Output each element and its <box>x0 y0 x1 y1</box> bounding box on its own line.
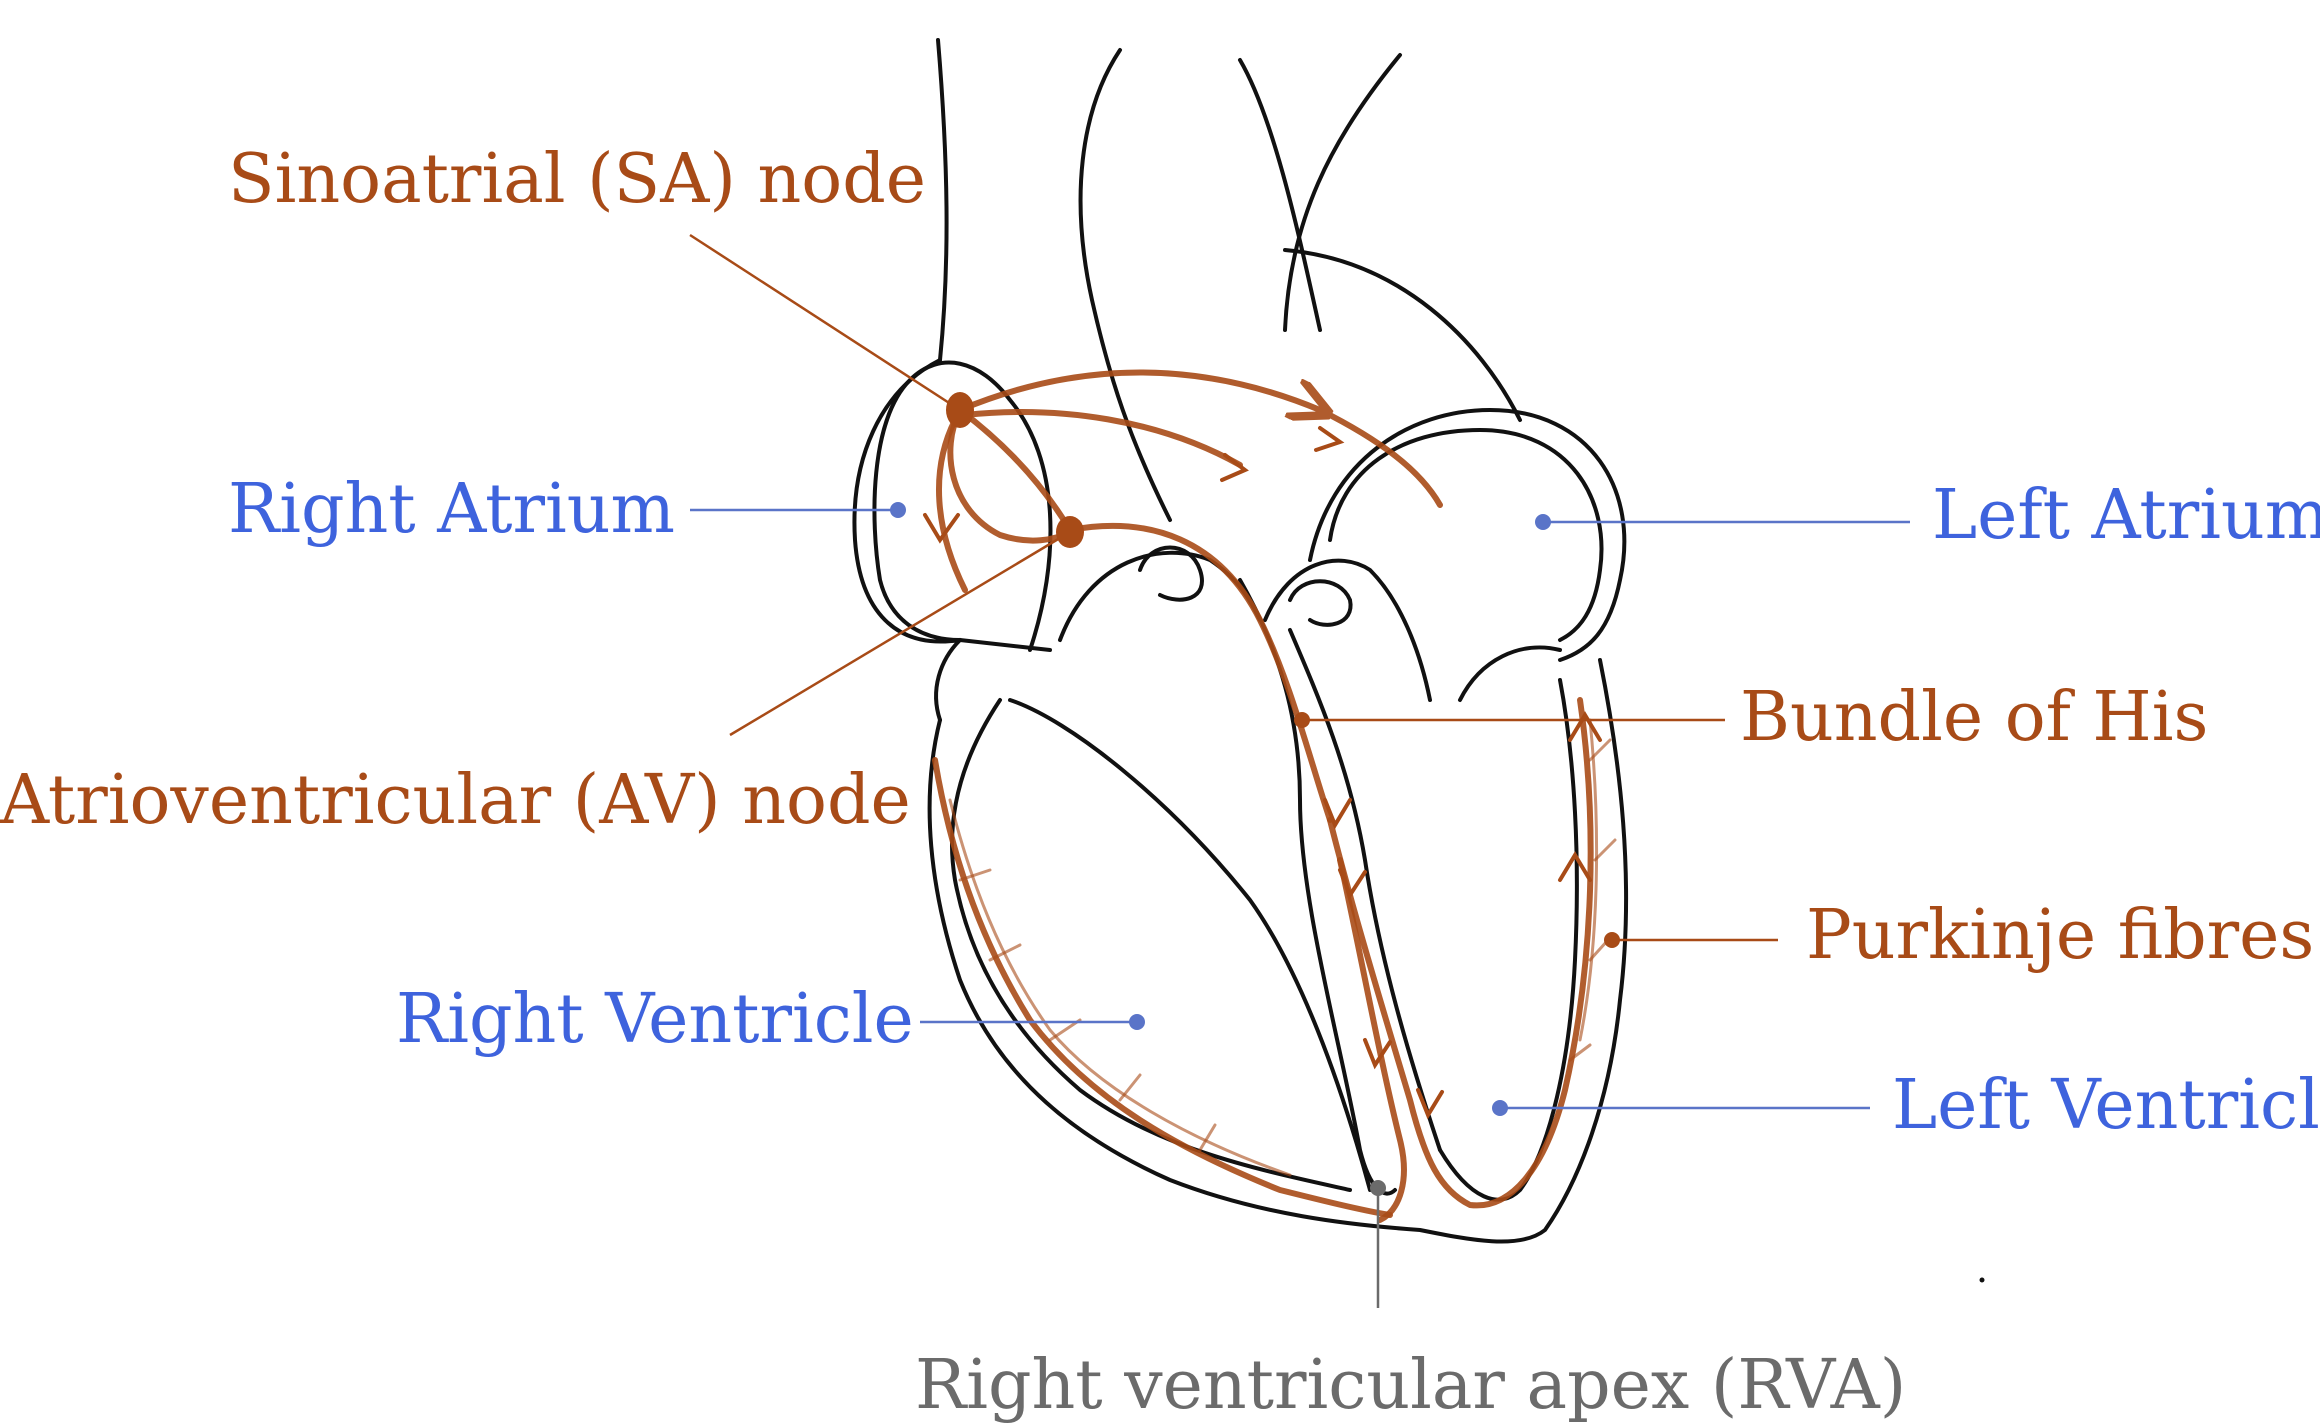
right-atrium-label: Right Atrium <box>228 470 675 549</box>
heart-outline <box>852 38 1629 1244</box>
sa-node-marker <box>946 392 974 428</box>
left-atrium-wall <box>1328 428 1604 642</box>
left-bundle-branch <box>1327 697 1594 1209</box>
annotation-leaders <box>689 233 1985 1308</box>
rva-label: Right ventricular apex (RVA) <box>915 1346 1906 1425</box>
av-node-marker <box>1056 516 1084 548</box>
aorta <box>1238 58 1322 332</box>
purkinje-fibres-label: Purkinje fibres <box>1806 896 2314 975</box>
purkinje-right-path <box>932 757 1393 1218</box>
conduction-system <box>923 369 1617 1223</box>
sa-inner-path <box>962 409 1243 468</box>
superior-vena-cava <box>936 38 949 362</box>
sa-to-left-atrium-path <box>957 369 1443 508</box>
rva-marker <box>1370 1180 1386 1196</box>
pulmonary-trunk <box>1283 248 1522 422</box>
sa-to-av-path <box>957 407 1073 533</box>
ventricle-outer-wall <box>927 658 1629 1244</box>
purkinje-fibres-marker <box>1604 932 1620 948</box>
left-ventricle-label: Left Ventricle <box>1892 1066 2320 1145</box>
right-ventricle-inner-wall <box>950 698 1352 1192</box>
sa-node-label: Sinoatrial (SA) node <box>228 140 926 219</box>
left-atrium-marker <box>1535 514 1551 530</box>
mitral-valve <box>1263 558 1432 702</box>
bundle-of-his-path <box>1067 522 1333 823</box>
right-ventricle-label: Right Ventricle <box>396 980 914 1059</box>
bundle-of-his-label: Bundle of His <box>1740 678 2208 757</box>
conduction-arrowheads <box>923 426 1602 1120</box>
right-atrium-marker <box>890 502 906 518</box>
left-ventricle-marker <box>1492 1100 1508 1116</box>
right-atrium-wall <box>852 358 1052 652</box>
labels: Sinoatrial (SA) node Right Atrium Atriov… <box>0 140 2320 1425</box>
bundle-of-his-marker <box>1294 712 1310 728</box>
right-ventricle-marker <box>1129 1014 1145 1030</box>
interventricular-septum <box>1238 578 1397 1196</box>
left-atrium-label: Left Atrium <box>1932 476 2320 555</box>
right-bundle-branch <box>1337 857 1407 1223</box>
av-node-label: Atrioventricular (AV) node <box>0 761 911 840</box>
